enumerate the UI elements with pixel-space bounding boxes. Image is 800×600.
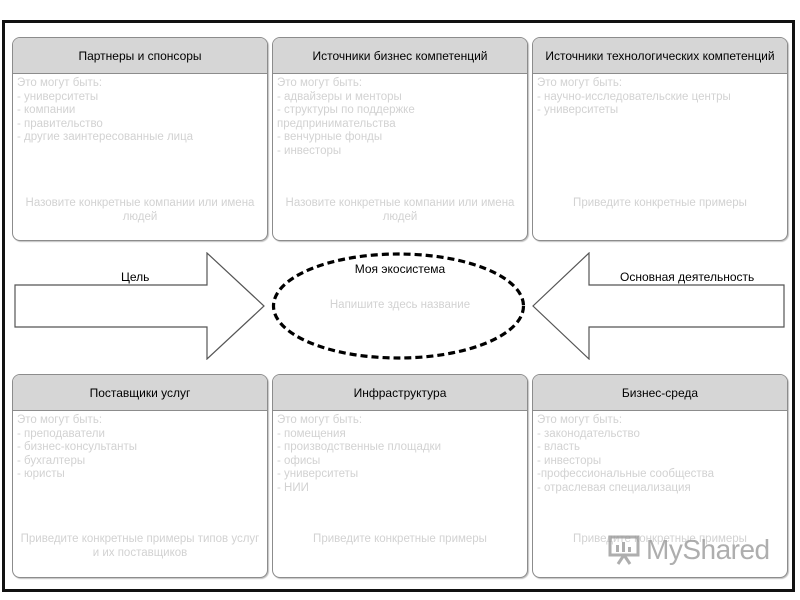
- list-item: - отраслевая специализация: [537, 481, 691, 494]
- list-item: - офисы: [277, 454, 321, 467]
- presentation-board-icon: [608, 535, 640, 565]
- box-intro: Это могут быть:: [537, 77, 623, 89]
- list-item: - адвайзеры и менторы: [277, 90, 402, 103]
- list-item: - структуры по поддержке: [277, 104, 415, 116]
- list-item: - законодательство: [537, 427, 640, 440]
- box-infrastructure: Инфраструктура Это могут быть: - помещен…: [272, 374, 528, 578]
- box-intro: Это могут быть:: [277, 414, 363, 426]
- box-title: Источники технологических компетенций: [533, 38, 787, 74]
- list-item: - правительство: [17, 117, 103, 130]
- left-arrow-shape: [14, 252, 265, 360]
- box-title: Партнеры и спонсоры: [13, 38, 267, 74]
- box-partners-sponsors: Партнеры и спонсоры Это могут быть: - ун…: [12, 37, 268, 241]
- box-business-competencies: Источники бизнес компетенций Это могут б…: [272, 37, 528, 241]
- list-item: - бухгалтеры: [17, 454, 86, 467]
- list-item: - юристы: [17, 468, 65, 480]
- list-item: - университеты: [537, 104, 619, 116]
- list-item: - научно-исследовательские центры: [537, 90, 731, 103]
- box-hint: Приведите конкретные примеры типов услуг…: [20, 533, 260, 559]
- box-body: Это могут быть: - адвайзеры и менторы - …: [273, 74, 527, 240]
- left-arrow: [14, 252, 265, 360]
- ecosystem-ellipse: [271, 252, 526, 360]
- list-item: - другие заинтересованные лица: [17, 131, 194, 143]
- list-item: -профессиональные сообщества: [537, 468, 715, 480]
- ecosystem-title: Моя экосистема: [354, 262, 446, 276]
- box-list: - помещения - производственные площадки …: [277, 428, 523, 496]
- list-item: - производственные площадки: [277, 441, 442, 453]
- list-item: - помещения: [277, 427, 346, 440]
- box-intro: Это могут быть:: [537, 414, 623, 426]
- box-title: Источники бизнес компетенций: [273, 38, 527, 74]
- box-body: Это могут быть: - научно-исследовательск…: [533, 74, 787, 240]
- ecosystem-ellipse-shape: [271, 252, 526, 360]
- box-list: - научно-исследовательские центры - унив…: [537, 91, 783, 118]
- watermark: MyShared: [608, 534, 770, 566]
- list-item: - венчурные фонды: [277, 131, 383, 143]
- left-arrow-label: Цель: [121, 270, 150, 284]
- box-list: - адвайзеры и менторы - структуры по под…: [277, 91, 523, 159]
- box-list: - университеты - компании - правительств…: [17, 91, 263, 145]
- list-item: - инвесторы: [277, 144, 342, 157]
- box-hint: Назовите конкретные компании или имена л…: [285, 197, 515, 223]
- box-body: Это могут быть: - помещения - производст…: [273, 411, 527, 577]
- box-business-environment: Бизнес-среда Это могут быть: - законодат…: [532, 374, 788, 578]
- box-list: - законодательство - власть - инвесторы …: [537, 428, 783, 496]
- list-item: - бизнес-консультанты: [17, 441, 138, 453]
- ecosystem-name-placeholder[interactable]: Напишите здесь название: [329, 299, 471, 311]
- list-item: - власть: [537, 441, 580, 453]
- box-body: Это могут быть: - преподаватели - бизнес…: [13, 411, 267, 577]
- list-item: - компании: [17, 104, 76, 116]
- right-arrow: [532, 252, 785, 360]
- box-title: Поставщики услуг: [13, 375, 267, 411]
- box-hint: Назовите конкретные компании или имена л…: [25, 197, 255, 223]
- box-body: Это могут быть: - университеты - компани…: [13, 74, 267, 240]
- list-item: предпринимательства: [277, 117, 396, 130]
- box-hint: Приведите конкретные примеры: [573, 197, 747, 209]
- box-intro: Это могут быть:: [17, 77, 103, 89]
- box-technology-competencies: Источники технологических компетенций Эт…: [532, 37, 788, 241]
- list-item: - университеты: [17, 90, 99, 103]
- watermark-text: MyShared: [646, 534, 770, 565]
- list-item: - инвесторы: [537, 454, 602, 467]
- right-arrow-shape: [532, 252, 785, 360]
- list-item: - преподаватели: [17, 427, 105, 440]
- box-title: Инфраструктура: [273, 375, 527, 411]
- box-hint: Приведите конкретные примеры: [313, 533, 487, 545]
- box-title: Бизнес-среда: [533, 375, 787, 411]
- list-item: - университеты: [277, 468, 359, 480]
- box-list: - преподаватели - бизнес-консультанты - …: [17, 428, 263, 482]
- box-service-providers: Поставщики услуг Это могут быть: - препо…: [12, 374, 268, 578]
- box-intro: Это могут быть:: [17, 414, 103, 426]
- right-arrow-label: Основная деятельность: [620, 270, 755, 284]
- list-item: - НИИ: [277, 481, 309, 494]
- box-intro: Это могут быть:: [277, 77, 363, 89]
- box-body: Это могут быть: - законодательство - вла…: [533, 411, 787, 577]
